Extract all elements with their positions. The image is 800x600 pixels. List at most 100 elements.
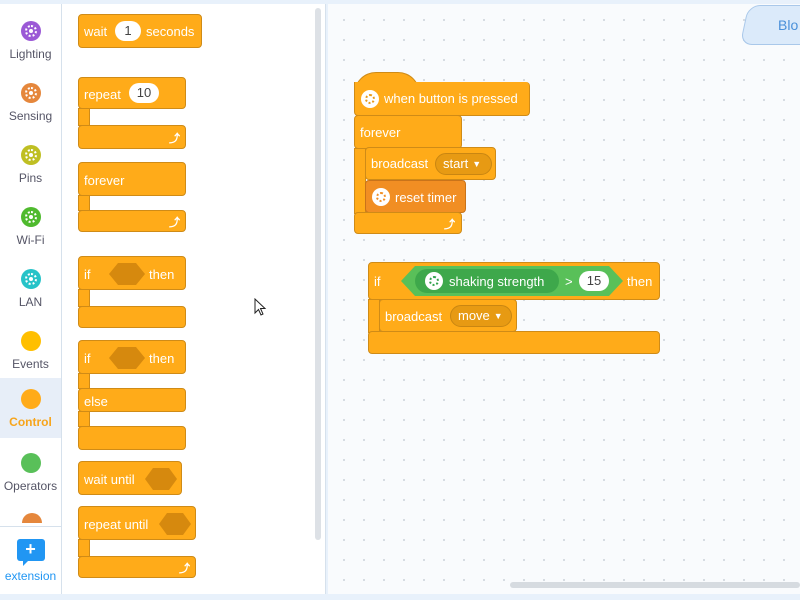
category-label: Events — [12, 357, 49, 371]
category-events[interactable]: Events — [0, 320, 61, 378]
wait-until-block[interactable]: wait until — [78, 461, 182, 495]
events-icon — [20, 331, 41, 351]
category-wifi[interactable]: Wi-Fi — [0, 196, 61, 254]
loop-arrow-icon: ⤴ — [444, 219, 455, 231]
category-label: Wi-Fi — [16, 233, 45, 247]
block-text: repeat until — [84, 517, 149, 532]
condition-slot[interactable] — [159, 513, 191, 535]
repeat-until-block[interactable]: repeat until — [78, 506, 196, 540]
if-else-block[interactable]: if then — [78, 340, 186, 374]
block-palette: wait 1 seconds repeat 10 ⤴ forever ⤴ if … — [62, 4, 326, 594]
mouse-cursor-icon — [254, 298, 267, 316]
category-label: Operators — [3, 479, 58, 493]
dropdown-value: move — [458, 308, 490, 323]
broadcast-block[interactable]: broadcast move▼ — [379, 299, 517, 332]
caret-down-icon: ▼ — [493, 311, 503, 321]
reset-timer-block[interactable]: reset timer — [365, 180, 466, 213]
category-pins[interactable]: Pins — [0, 134, 61, 192]
lan-icon — [20, 269, 41, 289]
category-label: Control — [9, 415, 52, 429]
block-text: repeat — [84, 87, 121, 102]
condition-slot[interactable] — [145, 468, 177, 490]
broadcast-block[interactable]: broadcast start▼ — [365, 147, 496, 180]
block-text: then — [627, 274, 653, 289]
caret-down-icon: ▼ — [472, 159, 482, 169]
lighting-icon — [20, 21, 41, 41]
forever-block[interactable]: forever — [78, 162, 186, 196]
category-sidebar: Lighting Sensing Pins Wi-Fi LAN Events C… — [0, 4, 62, 594]
block-text: then — [149, 267, 175, 282]
if-block-arm — [78, 289, 90, 307]
extension-button[interactable]: + extension — [0, 526, 61, 594]
if-block-foot — [368, 331, 660, 354]
block-text: if — [374, 274, 381, 289]
condition-slot[interactable] — [109, 263, 145, 285]
comparison-operator: > — [565, 274, 573, 289]
block-text: seconds — [146, 24, 195, 39]
else-section: else — [78, 388, 186, 412]
block-text: wait until — [84, 472, 135, 487]
category-control[interactable]: Control — [0, 378, 61, 438]
block-text: when button is pressed — [384, 91, 518, 106]
forever-block-arm — [78, 195, 90, 211]
wait-seconds-block[interactable]: wait 1 seconds — [78, 14, 202, 48]
if-then-block[interactable]: if shaking strength > 15 then — [368, 262, 660, 300]
block-text: reset timer — [395, 190, 457, 205]
palette-scrollbar[interactable] — [315, 8, 321, 540]
repeat-block[interactable]: repeat 10 — [78, 77, 186, 109]
forever-block-foot: ⤴ — [78, 210, 186, 232]
forever-block[interactable]: forever — [354, 115, 462, 149]
gear-icon — [361, 90, 379, 108]
dropdown-value: start — [443, 156, 469, 171]
repeat-until-foot: ⤴ — [78, 556, 196, 578]
if-block-foot — [78, 306, 186, 328]
condition-slot[interactable] — [109, 347, 145, 369]
when-button-pressed-block[interactable]: when button is pressed — [354, 82, 530, 116]
sensing-icon — [20, 83, 41, 103]
block-text: forever — [84, 173, 125, 188]
gear-icon — [372, 188, 390, 206]
control-icon — [20, 389, 41, 409]
block-text: then — [149, 351, 175, 366]
category-label: LAN — [18, 295, 43, 309]
block-text: wait — [84, 24, 108, 39]
repeat-count-input[interactable]: 10 — [129, 83, 159, 103]
loop-arrow-icon: ⤴ — [169, 133, 180, 145]
loop-arrow-icon: ⤴ — [179, 563, 190, 575]
block-text: broadcast — [371, 156, 429, 171]
extension-label: extension — [4, 569, 57, 583]
category-label: Pins — [18, 171, 43, 185]
block-text: else — [84, 394, 108, 409]
if-else-arm-1 — [78, 373, 90, 389]
block-text: if — [84, 351, 91, 366]
if-then-block[interactable]: if then — [78, 256, 186, 290]
message-dropdown[interactable]: start▼ — [435, 153, 492, 175]
category-label: Sensing — [8, 109, 53, 123]
seconds-input[interactable]: 1 — [115, 21, 141, 41]
workspace-scrollbar[interactable] — [510, 582, 800, 588]
category-lan[interactable]: LAN — [0, 258, 61, 316]
category-lighting[interactable]: Lighting — [0, 10, 61, 68]
if-else-arm-2 — [78, 411, 90, 427]
repeat-block-foot: ⤴ — [78, 125, 186, 149]
block-text: broadcast — [385, 309, 443, 324]
category-label: Lighting — [9, 47, 52, 61]
blocks-tab-label: Blo — [778, 17, 799, 33]
repeat-until-arm — [78, 539, 90, 557]
repeat-block-arm — [78, 108, 90, 126]
message-dropdown[interactable]: move▼ — [450, 305, 512, 327]
compare-value-input[interactable]: 15 — [579, 271, 609, 291]
block-text: if — [84, 267, 91, 282]
next-category-dot — [22, 513, 42, 523]
gear-icon — [425, 272, 443, 290]
wifi-icon — [20, 207, 41, 227]
if-else-foot — [78, 426, 186, 450]
block-text: shaking strength — [449, 274, 545, 289]
loop-arrow-icon: ⤴ — [169, 217, 180, 229]
forever-block-foot: ⤴ — [354, 212, 462, 234]
operators-icon — [20, 453, 41, 473]
category-operators[interactable]: Operators — [0, 442, 61, 500]
pins-icon — [20, 145, 41, 165]
add-extension-icon: + — [16, 539, 45, 566]
category-sensing[interactable]: Sensing — [0, 72, 61, 130]
